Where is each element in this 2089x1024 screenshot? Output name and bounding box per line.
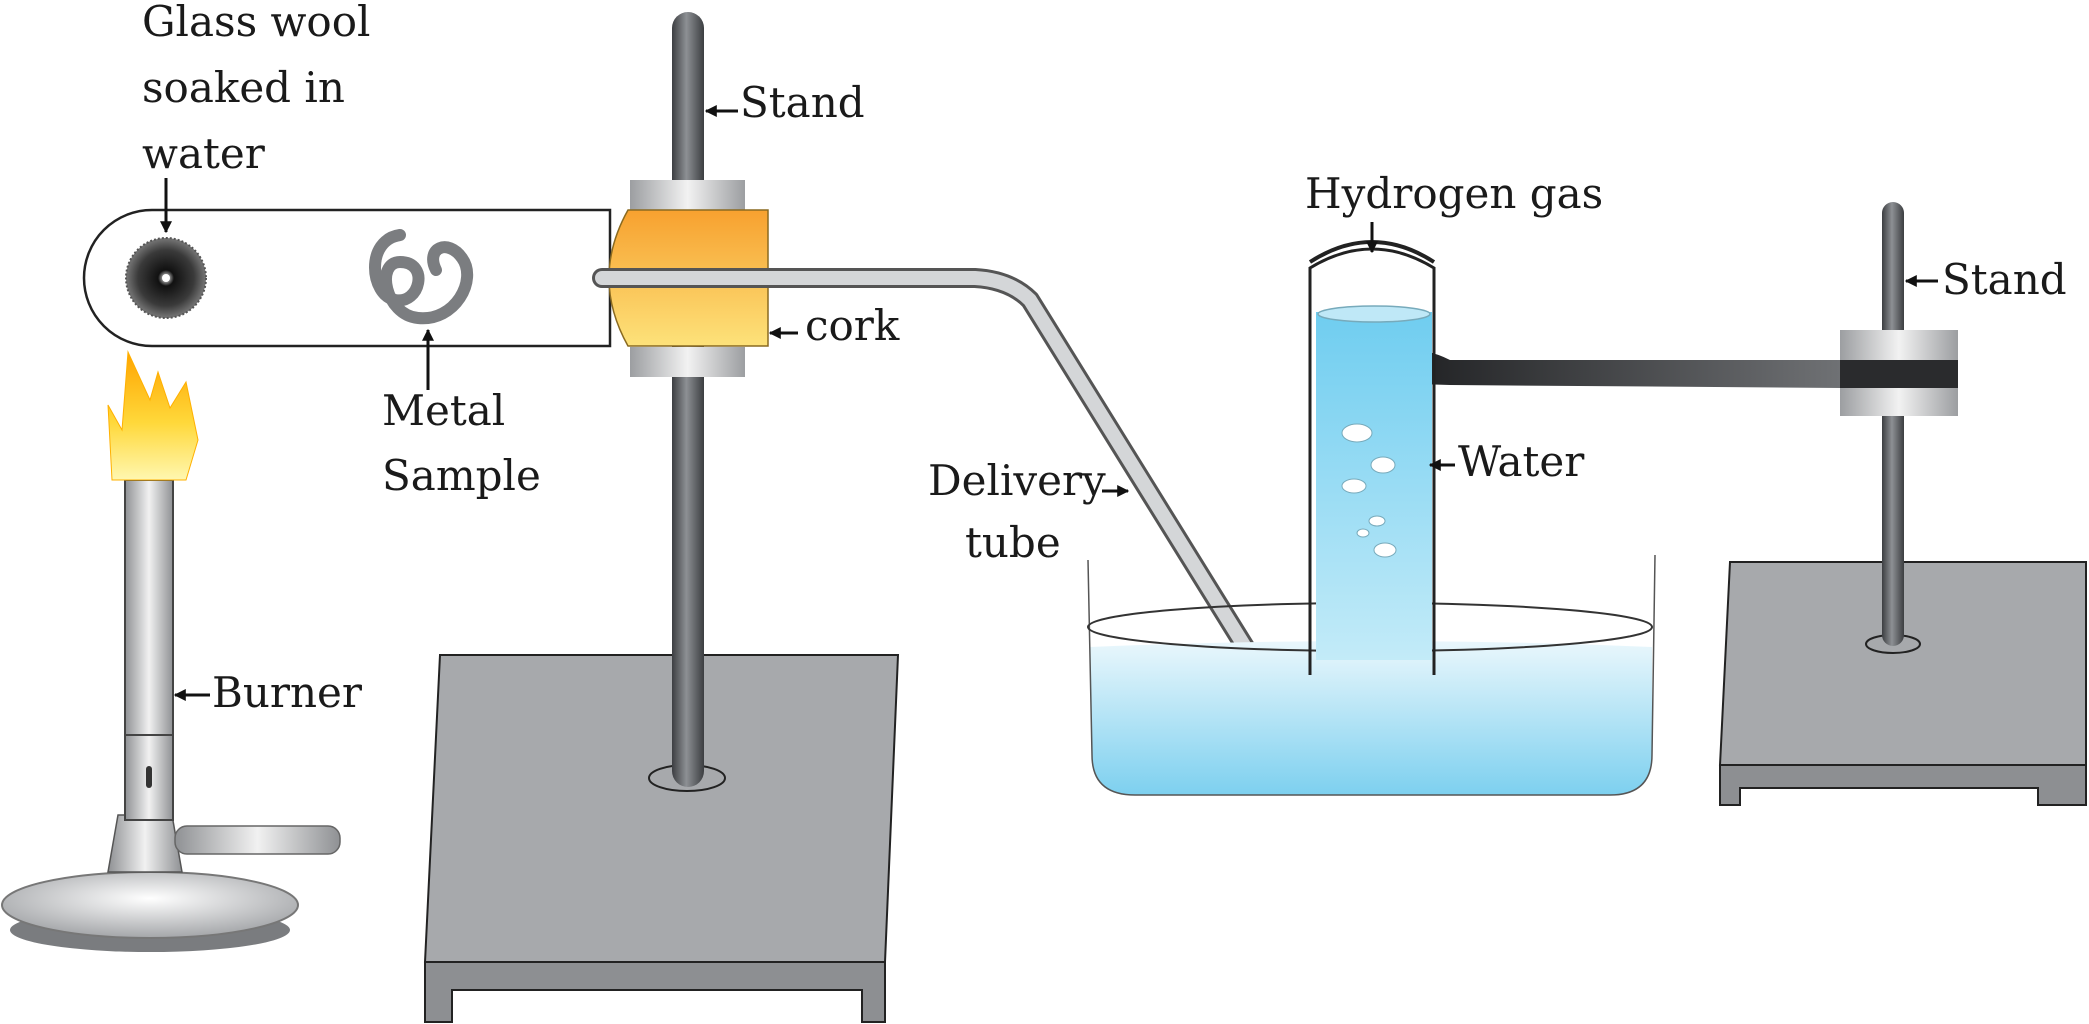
- label-delivery-tube-2: tube: [965, 518, 1061, 567]
- flame: [107, 350, 199, 481]
- trough-outline: [1087, 554, 1656, 796]
- burner-tube: [124, 479, 174, 821]
- gas-jar-water-level: [1317, 305, 1431, 323]
- left-stand-rod: [672, 12, 704, 787]
- burner-gas-inlet: [174, 825, 341, 855]
- label-stand-right: Stand: [1942, 255, 2067, 304]
- label-arrows: [160, 105, 1938, 701]
- left-stand-base: [423, 654, 900, 963]
- burner-air-hole: [146, 766, 152, 788]
- right-stand-rod: [1882, 202, 1904, 646]
- label-burner: Burner: [212, 668, 363, 717]
- metal-sample: [369, 229, 474, 325]
- bubble: [1356, 528, 1370, 538]
- label-hydrogen-gas: Hydrogen gas: [1305, 169, 1603, 218]
- right-stand: [1326, 202, 2087, 806]
- labels: Glass wool soaked in water Stand cork Me…: [142, 0, 2067, 717]
- label-stand-left: Stand: [740, 78, 865, 127]
- bubble: [1368, 515, 1386, 527]
- label-glass-wool-3: water: [142, 129, 266, 178]
- left-clamp-bottom: [630, 347, 745, 377]
- bubble: [1373, 542, 1397, 558]
- right-clamp-band: [1840, 360, 1958, 388]
- label-water: Water: [1458, 437, 1585, 486]
- left-stand-base-front: [424, 961, 886, 1023]
- right-clamp-arm: [1326, 347, 1840, 388]
- label-cork: cork: [805, 301, 900, 350]
- glass-wool-center: [162, 274, 170, 282]
- label-delivery-tube-1: Delivery: [928, 456, 1106, 505]
- gas-jar-water: [1316, 312, 1432, 660]
- label-metal-sample-2: Sample: [382, 451, 541, 500]
- boiling-tube: [82, 208, 1372, 713]
- bubble: [1370, 456, 1396, 474]
- label-glass-wool-2: soaked in: [142, 63, 345, 112]
- gas-bubbles: [1341, 423, 1397, 558]
- bubble: [1341, 478, 1367, 494]
- right-clamp-bottom: [1840, 388, 1958, 416]
- burner-base: [1, 871, 299, 939]
- boiling-tube-outline: [82, 208, 612, 348]
- right-clamp-top: [1840, 330, 1958, 360]
- burner: [1, 350, 341, 952]
- gas-jar: [1308, 240, 1436, 675]
- right-stand-base-front: [1719, 764, 2087, 806]
- left-stand: [423, 12, 900, 1023]
- label-glass-wool-1: Glass wool: [142, 0, 370, 46]
- trough-water: [1090, 641, 1652, 795]
- burner-collar: [107, 814, 183, 873]
- left-clamp-top: [630, 180, 745, 210]
- label-metal-sample-1: Metal: [382, 386, 505, 435]
- bubble: [1341, 423, 1373, 443]
